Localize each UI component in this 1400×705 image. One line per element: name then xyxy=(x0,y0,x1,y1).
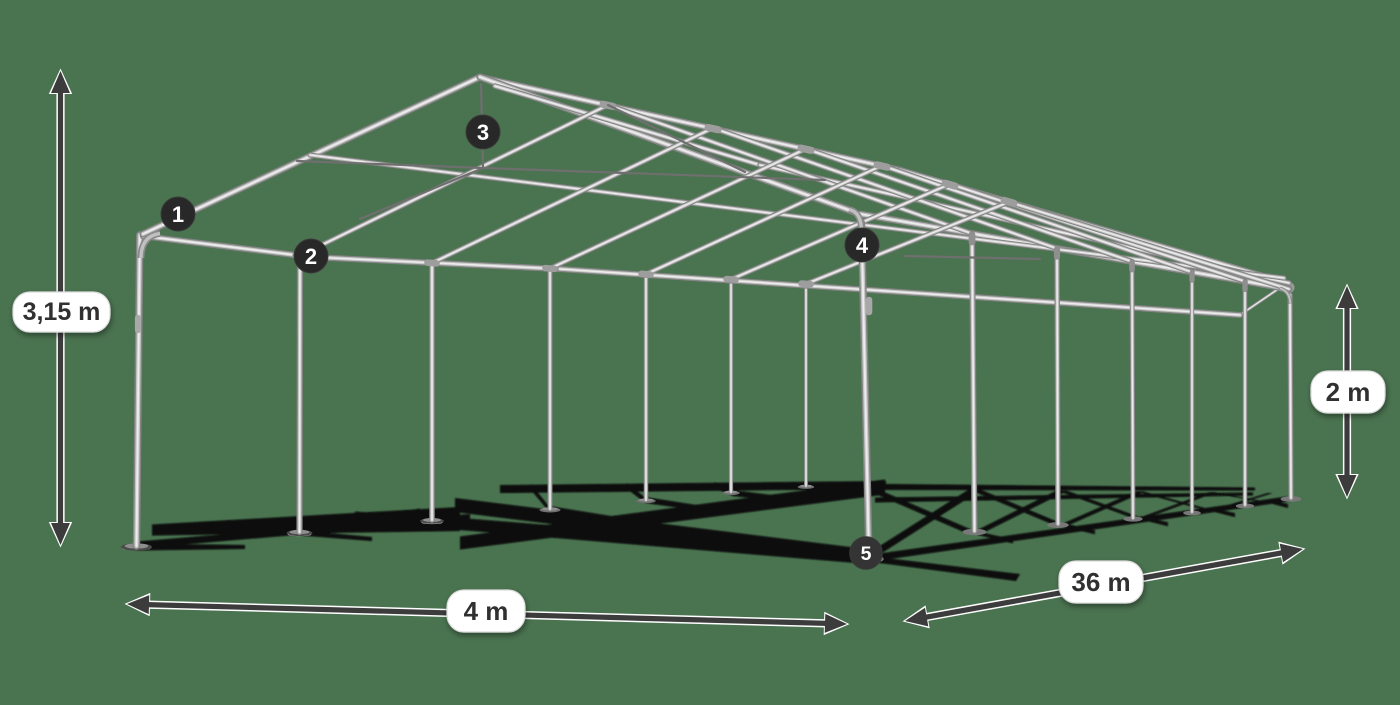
svg-text:5: 5 xyxy=(861,543,872,565)
svg-text:3,15 m: 3,15 m xyxy=(23,298,101,326)
svg-text:2: 2 xyxy=(305,244,317,269)
svg-text:3: 3 xyxy=(477,120,489,145)
svg-text:4 m: 4 m xyxy=(464,596,509,626)
svg-text:1: 1 xyxy=(172,202,184,227)
svg-text:4: 4 xyxy=(856,233,869,258)
svg-text:36 m: 36 m xyxy=(1071,567,1130,597)
svg-text:2 m: 2 m xyxy=(1326,377,1371,407)
